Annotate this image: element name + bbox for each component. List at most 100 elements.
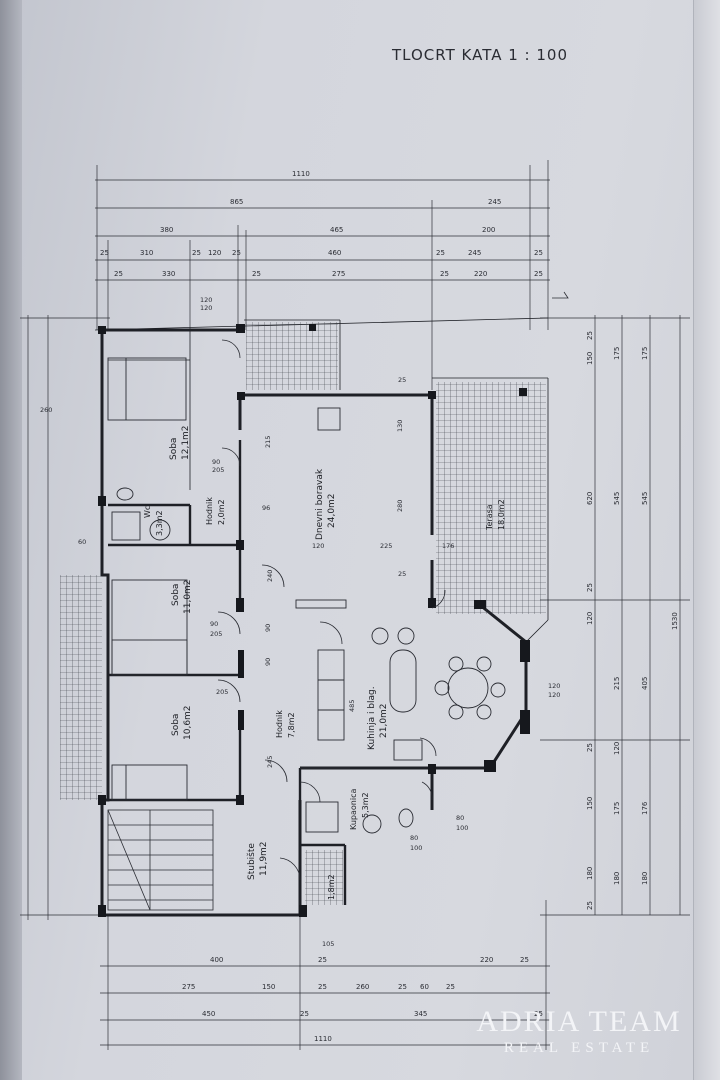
room-dnevni-area: 24,0m2 [327, 493, 337, 528]
book-binding [0, 0, 22, 1080]
room-spremiste-area: 1,8m2 [327, 874, 336, 900]
dim-inner-8: 225 [380, 542, 392, 550]
dim-right-c1-5: 120 [586, 612, 594, 625]
dim-bottom-r1-1: 400 [210, 956, 223, 964]
dim-right-c3-5: 180 [641, 872, 649, 885]
dim-bottom-r2-7: 25 [446, 983, 455, 991]
room-dnevni-name: Dnevni boravak [315, 468, 325, 540]
dim-bottom-r2-2: 150 [262, 983, 275, 991]
dim-right-c3-4: 176 [641, 801, 649, 815]
dim-right-c2-1: 175 [613, 347, 621, 360]
dim-right-c1-7: 150 [586, 797, 594, 810]
dim-bottom-r1-3: 220 [480, 956, 493, 964]
dim-inner-6: 96 [262, 504, 270, 512]
dim-top-r5-5: 25 [440, 270, 449, 278]
dim-inner-1: 120 [200, 296, 212, 304]
dim-inner-7: 120 [312, 542, 324, 550]
room-kuhinja-area: 21,0m2 [379, 703, 389, 738]
dim-inner-4: 205 [212, 466, 224, 474]
room-stubiste-area: 11,9m2 [259, 841, 269, 876]
room-hodnik-area: 2,0m2 [217, 499, 226, 525]
dim-bottom-r2-1: 275 [182, 983, 195, 991]
dim-top-r2-2: 245 [488, 198, 501, 206]
dim-top-r1-1: 1110 [292, 170, 310, 178]
dim-right-c1-9: 25 [586, 901, 594, 910]
door-swings [217, 339, 446, 881]
dim-right-c3-3: 405 [641, 677, 649, 690]
dim-inner-20: 485 [348, 700, 356, 712]
dim-inner-9: 25 [398, 376, 406, 384]
dim-top-r3-1: 380 [160, 226, 173, 234]
room-hodnik-2-name: Hodnik [275, 710, 284, 738]
dim-top-r2-1: 865 [230, 198, 243, 206]
dim-top-r4-1: 25 [100, 249, 109, 257]
dim-top-r3-2: 465 [330, 226, 343, 234]
dim-right-c1-1: 25 [586, 331, 594, 340]
dim-inner-24: 100 [456, 824, 468, 832]
dim-inner-25: 80 [410, 834, 418, 842]
room-kupaonica-name: Kupaonica [349, 789, 358, 830]
dim-bottom-r3-2: 25 [300, 1010, 309, 1018]
page-edge [693, 0, 720, 1080]
room-soba-1-name: Soba [169, 438, 179, 460]
drawing-title: TLOCRT KATA 1 : 100 [392, 46, 568, 64]
dim-inner-12: 176 [442, 542, 454, 550]
dim-bottom-r2-4: 260 [356, 983, 369, 991]
structural-columns [98, 324, 530, 917]
room-hodnik-2-area: 7,8m2 [287, 712, 296, 738]
room-soba-3-name: Soba [171, 714, 181, 736]
dim-right-c2-6: 180 [613, 872, 621, 885]
room-soba-1-area: 12,1m2 [181, 425, 191, 460]
room-terasa-area: 18,0m2 [497, 499, 506, 530]
furniture [107, 357, 506, 834]
dim-inner-22: 120 [548, 691, 560, 699]
dim-bottom-r1-4: 25 [520, 956, 529, 964]
dim-top-r4-2: 310 [140, 249, 153, 257]
dim-inner-17: 205 [216, 688, 228, 696]
dim-right-c4-1: 1530 [671, 612, 679, 630]
dim-top-r4-7: 25 [436, 249, 445, 257]
dim-inner-18: 240 [266, 570, 274, 582]
dim-bottom-r3-1: 450 [202, 1010, 215, 1018]
watermark-sub: REAL ESTATE [503, 1040, 655, 1056]
dim-top-r5-6: 220 [474, 270, 487, 278]
dim-inner-11: 130 [396, 420, 404, 432]
dim-inner-27: 105 [322, 940, 334, 948]
dim-inner-15: 90 [264, 624, 272, 632]
room-hodnik-name: Hodnik [205, 497, 214, 525]
dim-right-c3-1: 175 [641, 347, 649, 360]
dim-bottom-r2-3: 25 [318, 983, 327, 991]
dim-top-r5-1: 25 [114, 270, 123, 278]
dim-inner-21: 120 [548, 682, 560, 690]
dim-right-c2-4: 120 [613, 742, 621, 755]
dim-top-r5-3: 25 [252, 270, 261, 278]
dim-inner-14: 205 [210, 630, 222, 638]
room-wc-area: 3,3m2 [155, 510, 164, 536]
tiled-areas [60, 322, 546, 905]
dim-right-c2-3: 215 [613, 677, 621, 690]
dim-inner-16: 90 [264, 658, 272, 666]
dim-inner-3: 90 [212, 458, 220, 466]
dim-top-r5-2: 330 [162, 270, 175, 278]
dim-top-r5-4: 275 [332, 270, 345, 278]
dim-top-r4-4: 120 [208, 249, 221, 257]
dim-inner-19: 245 [266, 756, 274, 768]
dim-bottom-r3-4: 25 [534, 1010, 543, 1018]
dim-top-r4-3: 25 [192, 249, 201, 257]
dim-top-r4-8: 245 [468, 249, 481, 257]
watermark-logo: ADRIA TEAM REAL ESTATE [454, 1006, 704, 1058]
dim-bottom-r2-5: 25 [398, 983, 407, 991]
room-wc-name: Wc [143, 506, 152, 518]
dim-inner-29: 60 [78, 538, 86, 546]
dim-right-c1-2: 150 [586, 352, 594, 365]
dim-right-c1-8: 180 [586, 867, 594, 880]
room-terasa-name: Terasa [485, 504, 494, 531]
room-soba-2-name: Soba [171, 584, 181, 606]
dim-bottom-r4-1: 1110 [314, 1035, 332, 1043]
room-kupaonica-area: 5,3m2 [361, 792, 370, 818]
dim-top-r4-6: 460 [328, 249, 341, 257]
dim-inner-26: 100 [410, 844, 422, 852]
dim-bottom-r3-3: 345 [414, 1010, 427, 1018]
dim-bottom-r1-2: 25 [318, 956, 327, 964]
